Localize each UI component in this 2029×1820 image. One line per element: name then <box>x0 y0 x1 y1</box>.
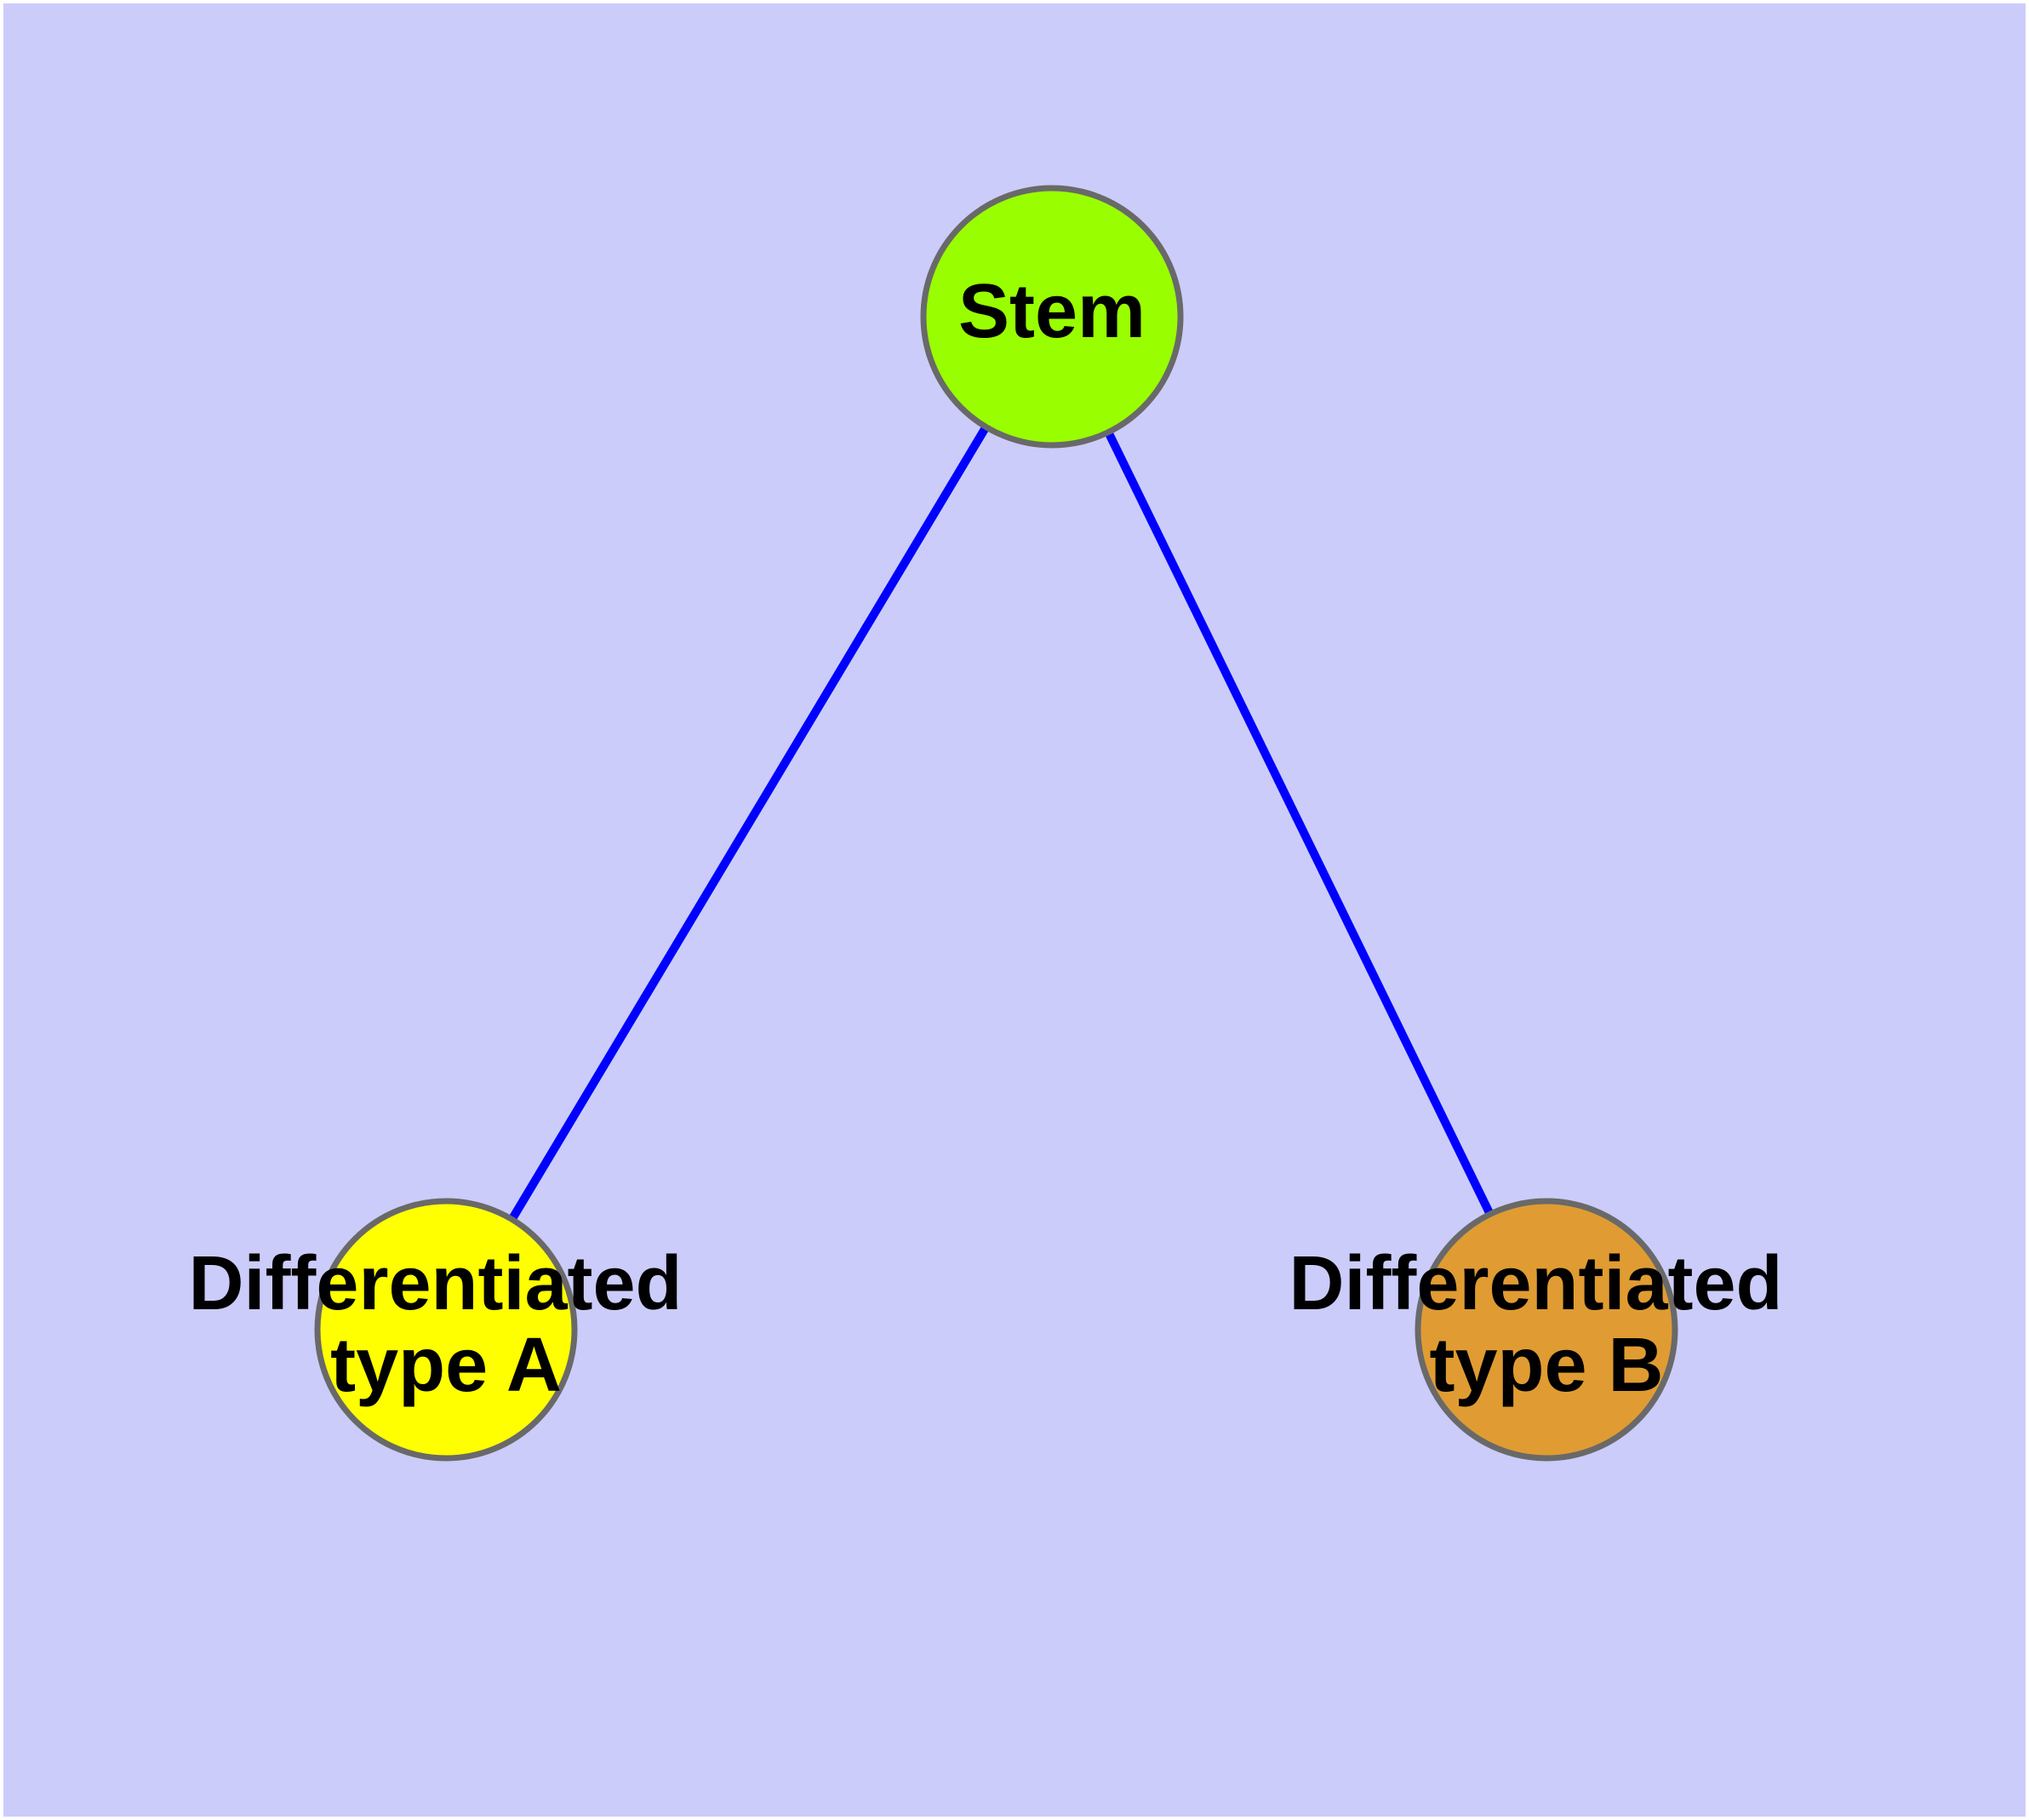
label-layer: Stem Differentiated type A Differentiate… <box>188 269 1803 1408</box>
node-diff-a[interactable] <box>314 1198 578 1462</box>
node-diff-b-label: Differentiated type B <box>1289 1241 1803 1408</box>
edge-stem-diff-a[interactable] <box>442 314 1056 1332</box>
edge-stem-diff-b[interactable] <box>1048 314 1551 1332</box>
node-diff-a-label-line-1: Differentiated <box>188 1241 682 1326</box>
node-stem-label: Stem <box>958 269 1146 354</box>
node-stem-label-line-1: Stem <box>958 269 1146 354</box>
node-stem[interactable] <box>920 185 1184 449</box>
node-diff-b-label-line-2: type B <box>1429 1323 1663 1408</box>
node-layer <box>314 185 1678 1462</box>
node-diff-b-circle[interactable] <box>1415 1198 1678 1462</box>
edge-layer <box>442 314 1551 1332</box>
node-diff-a-circle[interactable] <box>314 1198 578 1462</box>
node-diff-a-label-line-2: type A <box>330 1323 562 1408</box>
node-diff-a-label: Differentiated type A <box>188 1241 703 1408</box>
node-diff-b-label-line-1: Differentiated <box>1289 1241 1782 1326</box>
node-stem-circle[interactable] <box>920 185 1184 449</box>
node-diff-b[interactable] <box>1415 1198 1678 1462</box>
